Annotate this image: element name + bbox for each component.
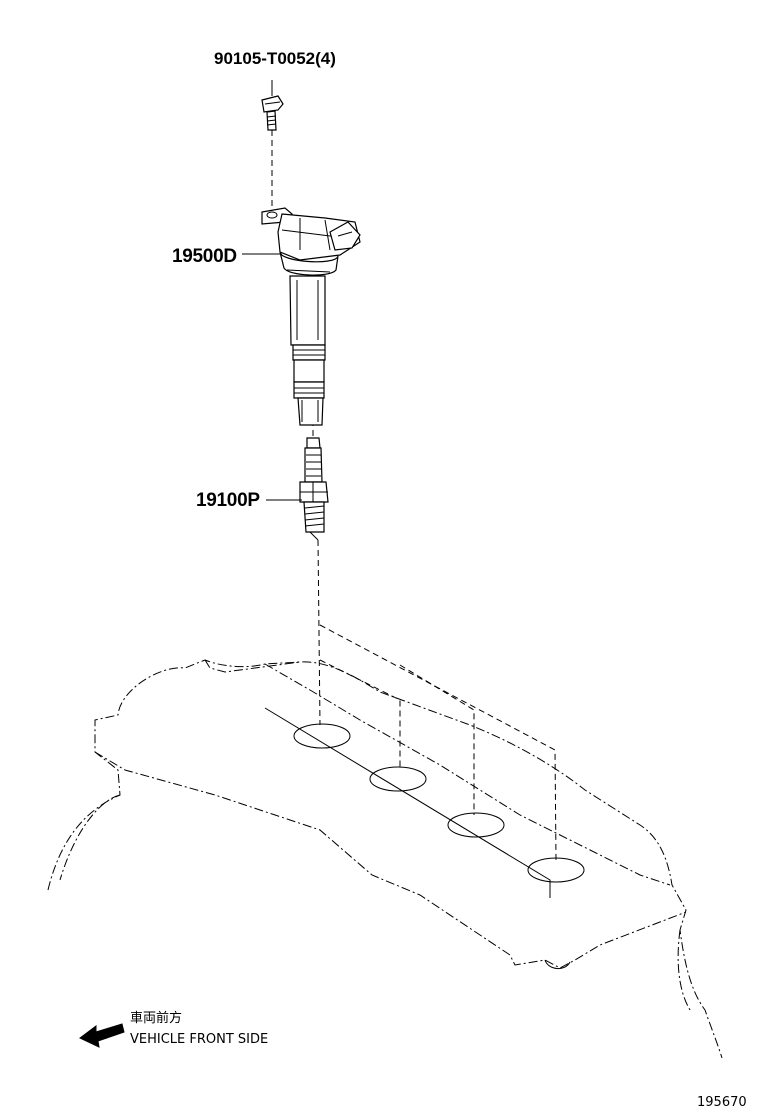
- vehicle-front-label: VEHICLE FRONT SIDE: [130, 1032, 268, 1047]
- spark-plug-icon: [266, 437, 329, 541]
- vehicle-front-label-ja: 車両前方: [130, 1010, 182, 1026]
- ignition-coil-part-number: 19500D: [172, 246, 237, 267]
- figure-number: 195670: [697, 1095, 747, 1110]
- spark-plug-part-number: 19100P: [196, 490, 260, 511]
- front-arrow-icon: [79, 1023, 125, 1048]
- bolt-icon: [261, 80, 284, 131]
- ignition-coil-icon: [242, 207, 361, 426]
- cylinder-head-icon: [47, 659, 723, 1059]
- bolt-part-number: 90105-T0052(4): [214, 49, 336, 68]
